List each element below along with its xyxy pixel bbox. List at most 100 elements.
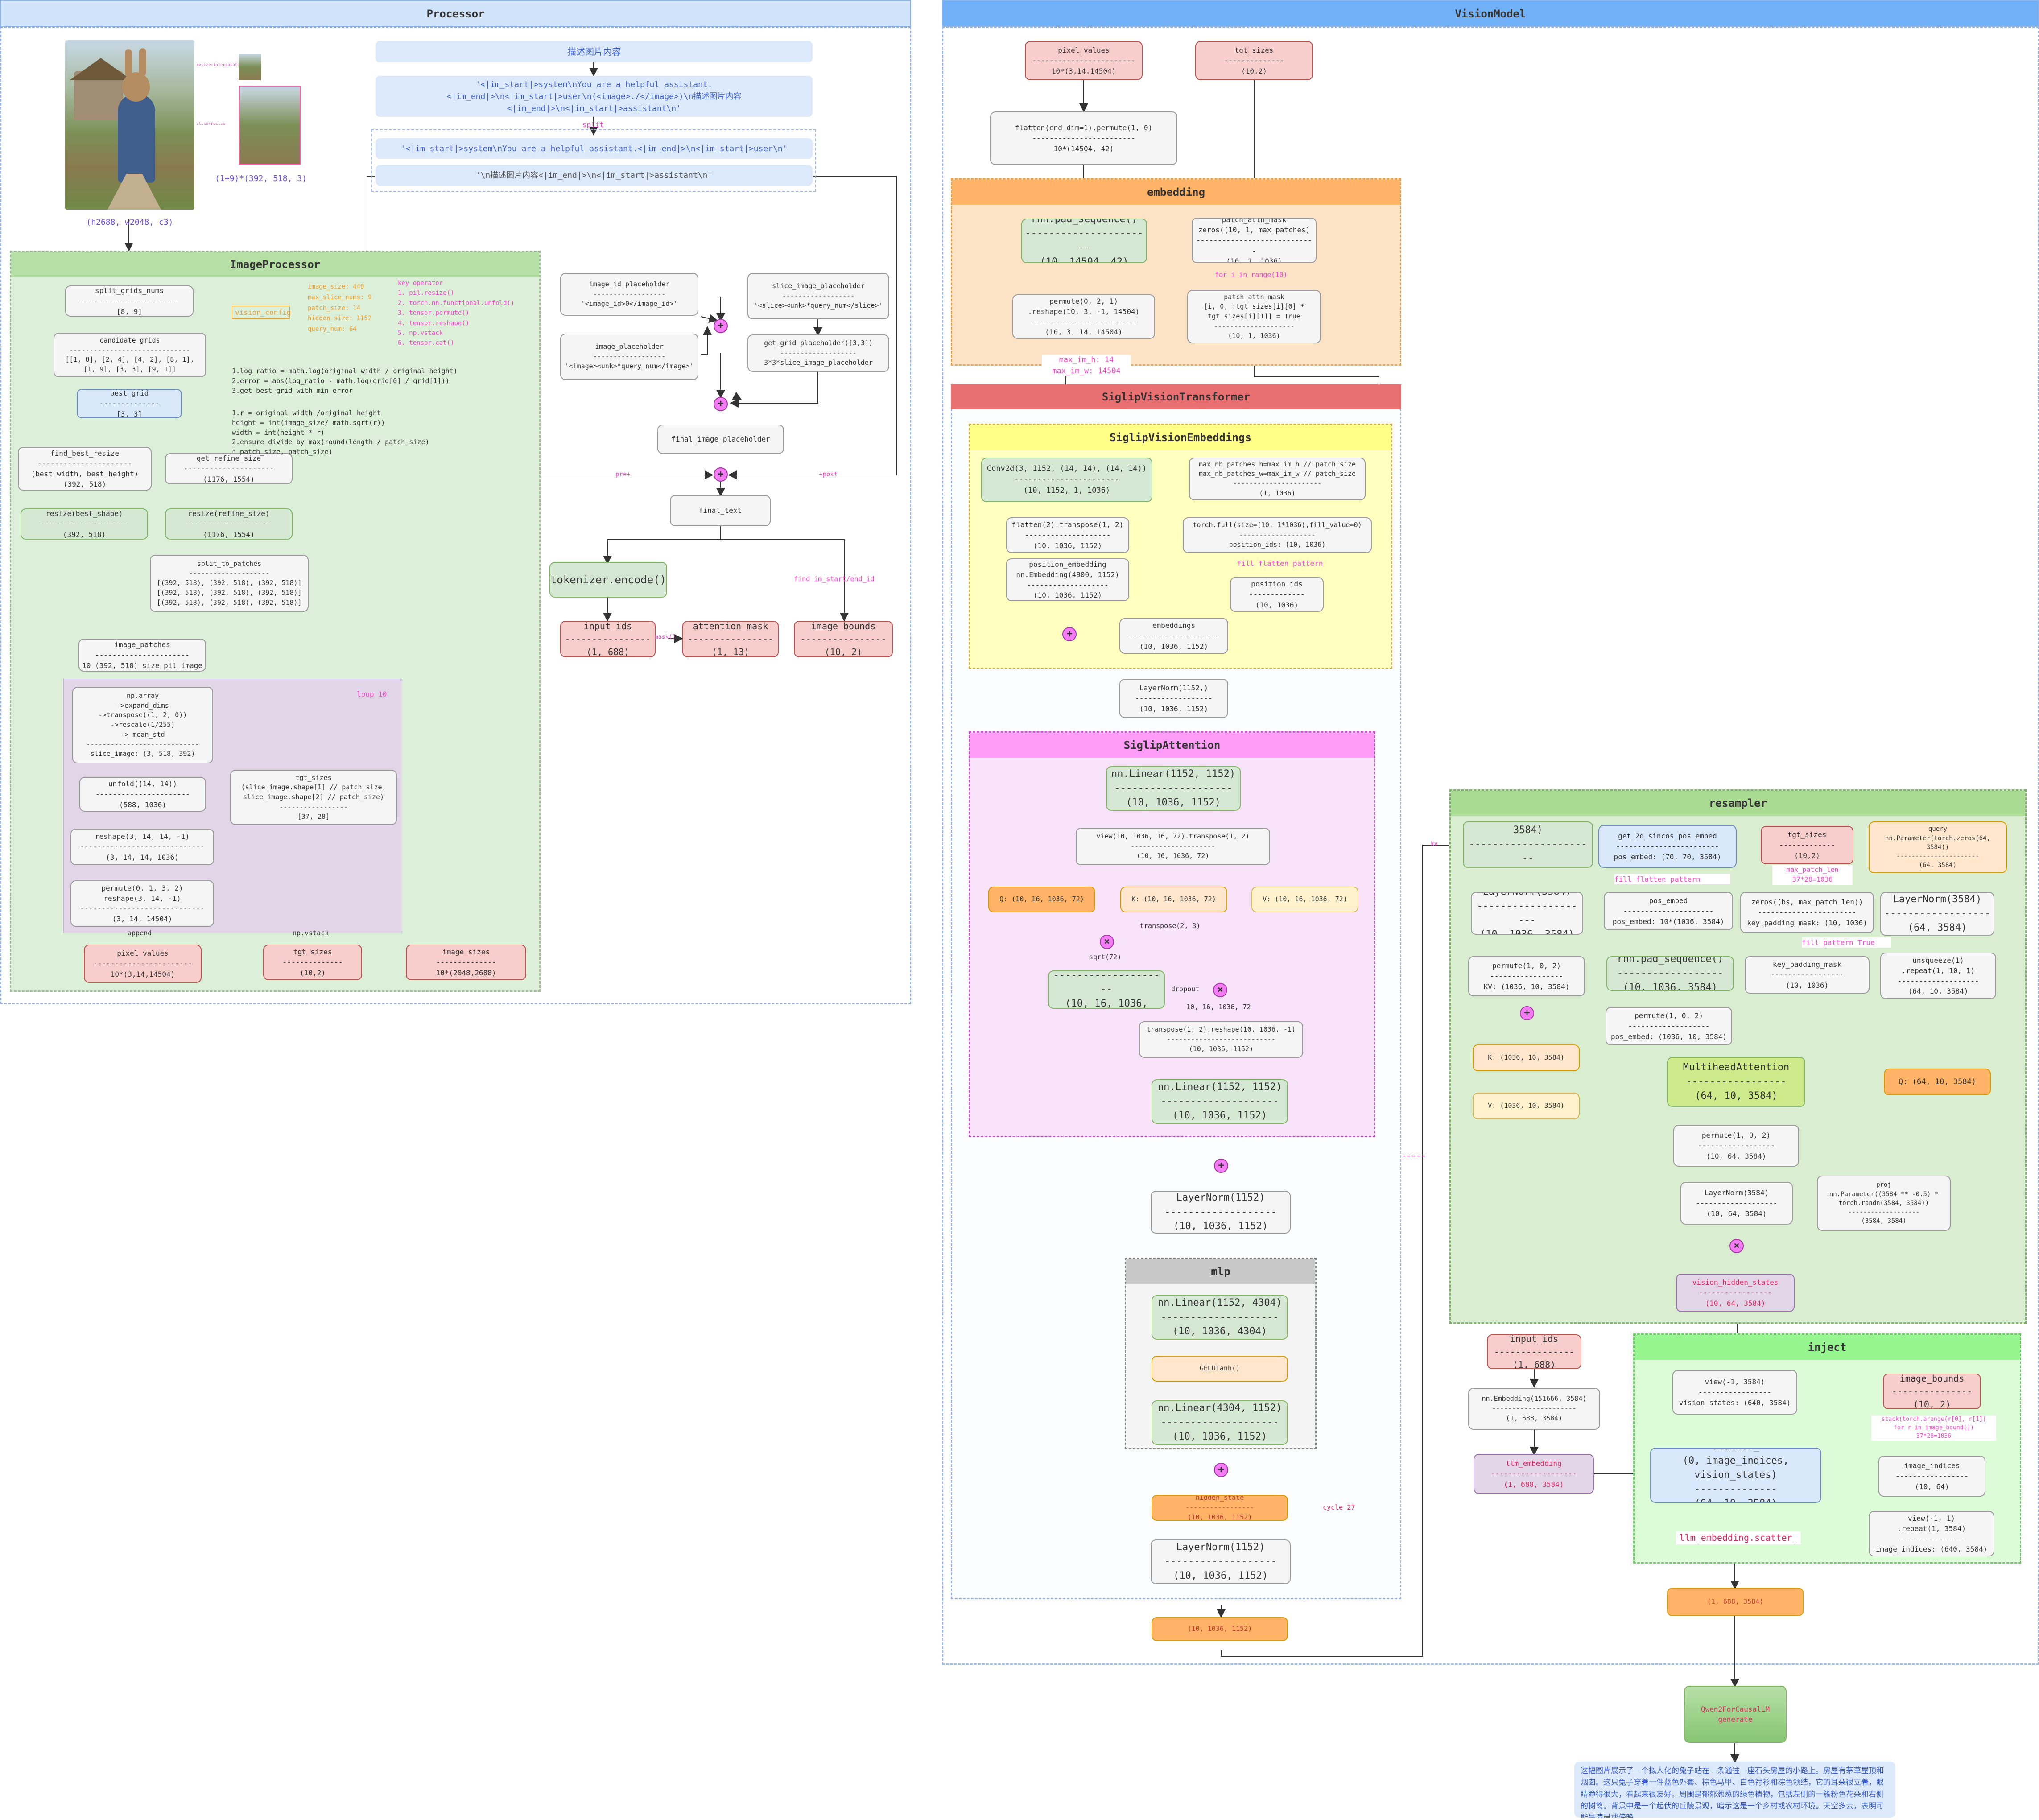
rabbit-ear-left: [125, 49, 132, 77]
vm-plus-embeddings: +: [1062, 627, 1077, 641]
pre-label: pre+: [615, 471, 631, 478]
vstack-label: np.vstack: [293, 929, 329, 937]
vm-flatten: flatten(end_dim=1).permute(1, 0) -------…: [990, 111, 1177, 165]
vm-output: (10, 1036, 1152): [1152, 1617, 1288, 1641]
vm-pixel-values: pixel_values ------------------------ 10…: [1025, 41, 1143, 80]
plus-node-2: +: [714, 397, 728, 411]
vision-config-label: vision_config: [232, 306, 291, 319]
slice-label: slice+resize: [196, 122, 226, 126]
inj-view: view(-1, 3584) ----------------- vision_…: [1672, 1370, 1797, 1415]
split-group: [371, 129, 816, 192]
inject-title: inject: [1635, 1335, 2020, 1360]
input-image: [65, 40, 194, 210]
slices-shape-label: (1+9)*(392, 518, 3): [215, 174, 307, 183]
siglip-embeddings-title: SiglipVisionEmbeddings: [970, 425, 1391, 450]
vm-attn-shape: 10, 16, 1036, 72: [1186, 1003, 1251, 1011]
rs-tgt-sizes: tgt_sizes ------------- (10,2): [1761, 826, 1853, 864]
vm-patch-attn-mask1: patch_attn_mask zeros((10, 1, max_patche…: [1192, 218, 1317, 263]
inj-output: (1, 688, 3584): [1667, 1588, 1804, 1616]
rs-zeros: zeros((bs, max_patch_len)) -------------…: [1740, 892, 1874, 933]
post-label: +post: [819, 471, 838, 478]
embedding-title: embedding: [952, 180, 1400, 205]
loop-label: loop 10: [357, 690, 387, 698]
siglip-attention-title: SiglipAttention: [970, 733, 1374, 758]
key-operator-note: key operator 1. pil.resize() 2. torch.nn…: [398, 280, 515, 347]
vm-mlp-linear1: nn.Linear(1152, 4304) ------------------…: [1152, 1295, 1288, 1340]
inj-image-bounds: image_bounds --------------- (10, 2): [1883, 1374, 1981, 1409]
slice-image-placeholder-node: slice_image_placeholder ----------------…: [747, 273, 889, 319]
rs-permute-pos: permute(1, 0, 2) ------------------- pos…: [1606, 1007, 1732, 1045]
tgt-sizes-output: tgt_sizes -------------- (10,2): [263, 945, 362, 980]
inj-view-repeat: view(-1, 1) .repeat(1, 3584) -----------…: [1869, 1511, 1994, 1556]
vm-torch-full: torch.full(size=(10, 1*1036),fill_value=…: [1183, 517, 1372, 553]
final-text-node: final_text: [670, 495, 771, 526]
rs-mha: MultiheadAttention ----------------- (64…: [1667, 1057, 1805, 1107]
vm-transpose23: transpose(2, 3): [1140, 922, 1201, 930]
vm-k: K: (10, 16, 1036, 72): [1120, 887, 1227, 912]
processor-header: Processor: [0, 0, 911, 27]
final-image-placeholder-node: final_image_placeholder: [657, 425, 784, 454]
tokenizer-encode-node[interactable]: tokenizer.encode(): [549, 562, 667, 598]
vm-embeddings: embeddings --------------------- (10, 10…: [1119, 618, 1228, 654]
vm-view-transpose: view(10, 1036, 16, 72).transpose(1, 2) -…: [1076, 828, 1270, 865]
mlp-title: mlp: [1126, 1259, 1315, 1284]
inj-stack-note: stack(torch.arange(r[0], r[1]) for r in …: [1871, 1416, 1996, 1441]
unfold-node: unfold((14, 14)) ---------------------- …: [79, 777, 206, 812]
image-patches-node: image_patches ---------------------- 10 …: [78, 639, 206, 672]
get-refine-size-node: get_refine_size --------------------- (1…: [165, 453, 293, 484]
resampler-title: resampler: [1451, 791, 2025, 816]
rs-fill-true: fill pattern True: [1802, 937, 1891, 948]
inj-llm-embedding: llm_embedding -------------------- (1, 6…: [1474, 1454, 1594, 1494]
resize-label: resize+interpolate: [196, 63, 240, 67]
plus-node-1: +: [714, 319, 728, 333]
rs-pad-sequence: rnn.pad_sequence() ------------------ (1…: [1606, 956, 1734, 991]
permute-node: permute(0, 1, 3, 2) reshape(3, 14, -1) -…: [70, 880, 214, 927]
split-to-patches-node: split_to_patches -------------------- [(…: [150, 555, 309, 612]
vm-tgt-sizes: tgt_sizes -------------- (10,2): [1195, 41, 1313, 80]
processor-region: [0, 27, 911, 1004]
rs-layernorm-q: LayerNorm(3584) ------------------ (64, …: [1880, 892, 1994, 936]
vm-plus-mlp: +: [1214, 1463, 1228, 1477]
vm-max-label: max_im_h: 14 max_im_w: 14504: [1042, 355, 1131, 377]
vm-linear-out: nn.Linear(1152, 1152) ------------------…: [1152, 1079, 1288, 1124]
vision-model-region: [942, 27, 2039, 1665]
rs-proj: proj nn.Parameter((3584 ** -0.5) * torch…: [1817, 1176, 1951, 1231]
find-label: find im_start/end_id: [794, 575, 875, 583]
rs-unsqueeze: unsqueeze(1) .repeat(1, 10, 1) ---------…: [1880, 953, 1996, 999]
rs-plus-kv: +: [1520, 1006, 1534, 1020]
rs-permute-kv: permute(1, 0, 2) ----------------- KV: (…: [1468, 956, 1585, 996]
get-grid-placeholder-node: get_grid_placeholder([3,3]) ------------…: [747, 334, 889, 372]
append-label: append: [128, 929, 152, 937]
vm-cycle-label: cycle 27: [1323, 1503, 1355, 1511]
image-placeholder-node: image_placeholder ------------------ '<i…: [560, 334, 698, 380]
vm-transpose-reshape: transpose(1, 2).reshape(10, 1036, -1) --…: [1139, 1021, 1303, 1058]
vm-patch-attn-mask2: patch_attn_mask [i, 0, :tgt_sizes[i][0] …: [1187, 290, 1321, 343]
best-grid-note: 1.log_ratio = math.log(original_width / …: [232, 367, 458, 395]
vm-softmax: softmax(dim=-1) -------------------- (10…: [1048, 970, 1165, 1009]
image-id-placeholder-node: image_id_placeholder ------------------ …: [560, 273, 698, 316]
vm-plus-attn: +: [1214, 1159, 1228, 1173]
plus-node-3: +: [714, 467, 728, 482]
resize-refine-node: resize(refine_size) --------------------…: [165, 508, 293, 540]
split-grids-nums-node: split_grids_nums -----------------------…: [65, 285, 194, 317]
vm-layernorm1: LayerNorm(1152,) ------------------ (10,…: [1119, 679, 1228, 718]
prompt-chip: 描述图片内容: [376, 41, 813, 62]
roof-shape: [70, 58, 132, 80]
vm-mlp-linear2: nn.Linear(4304, 1152) ------------------…: [1152, 1400, 1288, 1445]
slice-thumbnail-grid: [239, 86, 301, 165]
split-label: split: [582, 120, 604, 129]
rs-pos-embed: pos_embed --------------------- pos_embe…: [1604, 892, 1733, 930]
vm-q: Q: (10, 16, 1036, 72): [988, 887, 1095, 912]
inj-image-indices: image_indices ----------------- (10, 64): [1878, 1456, 1985, 1497]
vm-times-qk: ×: [1100, 935, 1114, 949]
find-best-resize-node: find_best_resize ---------------------- …: [18, 447, 152, 491]
vm-conv2d: Conv2d(3, 1152, (14, 14), (14, 14)) ----…: [981, 458, 1152, 502]
vm-pad-sequence: rnn.pad_sequence() ---------------------…: [1021, 219, 1147, 263]
mask-label: mask(): [655, 634, 676, 640]
image-sizes-output: image_sizes -------------- 10*(2048,2688…: [406, 945, 526, 980]
image-bounds-output: image_bounds ---------------- (10, 2): [794, 621, 893, 657]
rs-key-padding-mask: key_padding_mask ----------------- (10, …: [1745, 956, 1870, 994]
vm-dropout: dropout: [1171, 985, 1200, 993]
vm-sqrt72: sqrt(72): [1089, 953, 1122, 961]
slice-thumbnail-small: [239, 54, 261, 80]
